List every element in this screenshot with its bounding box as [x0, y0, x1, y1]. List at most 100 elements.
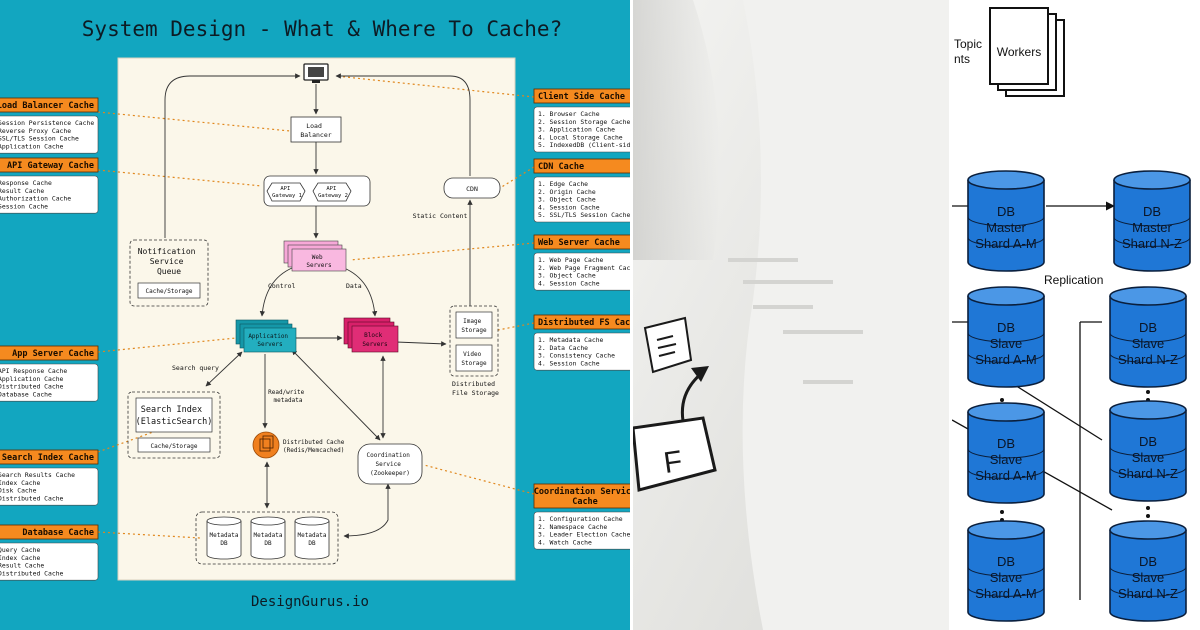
- db-cylinder-label: DB: [997, 436, 1015, 451]
- callout-list-item: Result Cache: [0, 562, 44, 570]
- callout-list-item: 1. Web Page Cache: [538, 256, 604, 264]
- metadata-db-label: DB: [264, 540, 272, 547]
- callout-title-box: [533, 158, 630, 174]
- callout-list-box: [0, 542, 99, 581]
- db-cylinder-label: Shard A-M: [975, 352, 1036, 367]
- search-index-box: [135, 397, 213, 433]
- callout-title: Cache: [572, 497, 598, 507]
- distributed-storage-group: [449, 305, 499, 377]
- notification-service-label: Notification Service Queue: [138, 247, 201, 276]
- db-cylinder-label: DB: [1143, 204, 1161, 219]
- callout-list-item: Search Results Cache: [0, 471, 75, 479]
- callout-list-item: 3. Object Cache: [538, 272, 596, 280]
- db-cylinder-label: DB: [1139, 554, 1157, 569]
- callout-list-item: 5. IndexedDB (Client-side): [538, 141, 630, 149]
- metadata-db-label: Metadata: [254, 532, 283, 539]
- infographic-title: System Design - What & Where To Cache?: [82, 17, 562, 41]
- read-write-metadata-label: Read/write metadata: [268, 389, 308, 404]
- callout-list-box: [0, 363, 99, 402]
- callout-list-item: Response Cache: [0, 179, 52, 187]
- diamond-lines-icon: [656, 335, 677, 357]
- callout-title: Distributed FS Cache: [538, 317, 630, 328]
- metadata-db-label: DB: [220, 540, 228, 547]
- callout-list-item: 4. Session Cache: [538, 279, 600, 287]
- callout-title: Client Side Cache: [538, 91, 625, 102]
- workers-label: Workers: [997, 45, 1041, 59]
- system-design-svg: System Design - What & Where To Cache? D…: [0, 17, 630, 610]
- callout-list-item: 2. Data Cache: [538, 344, 588, 352]
- callout-title: CDN Cache: [538, 162, 584, 172]
- notification-cache-label: Cache/Storage: [146, 288, 193, 295]
- callout-list-item: Session Cache: [0, 202, 48, 210]
- db-cylinder-label: DB: [997, 554, 1015, 569]
- callout-list-item: Authorization Cache: [0, 195, 71, 203]
- callout-title-box: [0, 345, 99, 361]
- callout-list-item: 4. Local Storage Cache: [538, 133, 623, 141]
- db-cylinder-label: DB: [997, 320, 1015, 335]
- callout-list-box: [0, 467, 99, 506]
- callout-list-item: 3. Leader Election Cache: [538, 531, 630, 539]
- db-cylinder-label: DB: [1139, 434, 1157, 449]
- callout-title: Coordination Service: [534, 486, 630, 497]
- callout-list-item: 2. Session Storage Cache: [538, 118, 630, 126]
- book-photo-panel: F: [633, 0, 949, 630]
- db-cylinder-label: Shard A-M: [975, 586, 1036, 601]
- coordination-service-box: [357, 443, 423, 485]
- panel-divider: [949, 0, 952, 630]
- callout-list-item: 2. Namespace Cache: [538, 523, 607, 531]
- callout-list-item: 3. Application Cache: [538, 126, 615, 134]
- callout-list-item: Session Persistence Cache: [0, 119, 94, 127]
- book-photo-svg: F: [633, 0, 949, 630]
- image-storage-label: Image Storage: [461, 318, 487, 334]
- db-cylinder-label: Shard A-M: [975, 236, 1036, 251]
- control-label: Control: [268, 282, 295, 290]
- notification-cache-box: [137, 282, 201, 299]
- panel-divider: [630, 0, 633, 630]
- topic-label: Topic nts: [954, 37, 985, 66]
- callout-title: Load Balancer Cache: [0, 101, 94, 111]
- callout-list-item: Database Cache: [0, 390, 52, 398]
- arrow-head-icon: [691, 366, 709, 382]
- coordination-service-label: Coordination Service (Zookeeper): [367, 452, 414, 477]
- callout-list-item: Distributed Cache: [0, 569, 64, 577]
- db-sharding-svg: Topic nts Workers Replication DBMasterSh…: [952, 7, 1191, 622]
- callout-list-box: [533, 106, 630, 153]
- callout-list-item: Query Cache: [0, 546, 40, 554]
- callout-title: API Gateway Cache: [7, 161, 94, 171]
- callout-list-item: SSL/TLS Session Cache: [0, 135, 79, 143]
- notification-service-group: [129, 239, 209, 307]
- diagram-card: [117, 57, 516, 581]
- distributed-cache-icon: [252, 431, 280, 459]
- db-connections: [952, 201, 1115, 600]
- footer-brand: DesignGurus.io: [251, 594, 369, 610]
- callout-title-box: [0, 449, 99, 465]
- callout-list-box: [0, 115, 99, 154]
- callout-list-item: 4. Watch Cache: [538, 538, 592, 546]
- block-servers-stack: [343, 317, 399, 353]
- api-gateway-2-label: API Gateway 2: [318, 186, 348, 199]
- callout-list-item: Distributed Cache: [0, 494, 64, 502]
- db-cylinder-label: Slave: [1132, 336, 1165, 351]
- replication-label: Replication: [1044, 273, 1103, 287]
- metadata-db-label: Metadata: [210, 532, 239, 539]
- data-label: Data: [346, 282, 362, 290]
- callout-list-box: [533, 252, 630, 291]
- system-design-infographic: System Design - What & Where To Cache? D…: [0, 0, 630, 630]
- callout-list-item: 3. Consistency Cache: [538, 352, 615, 360]
- diagram-arrows: [164, 73, 473, 539]
- callout-list-item: 1. Browser Cache: [538, 110, 600, 118]
- callout-list-item: 4. Session Cache: [538, 359, 600, 367]
- book-page-curve: [742, 0, 949, 630]
- db-cylinder-label: Slave: [1132, 450, 1165, 465]
- db-cylinder-label: Shard N-Z: [1118, 352, 1178, 367]
